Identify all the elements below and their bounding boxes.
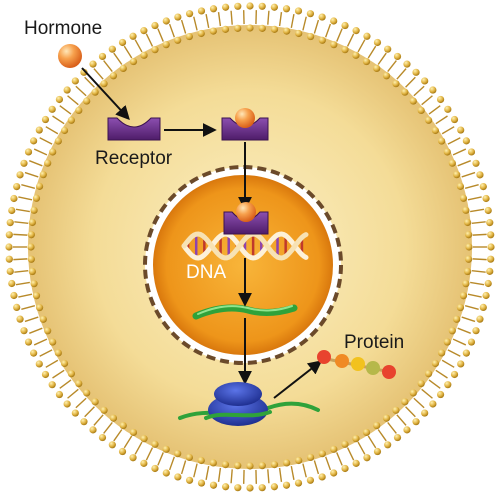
hormone-receptor-complex — [221, 108, 269, 141]
mrna-strand-icon — [192, 304, 298, 320]
ribosome-icon — [178, 382, 320, 426]
hormone-receptor-complex-nuclear — [223, 202, 269, 235]
arrow-hormone-to-receptor — [81, 67, 130, 121]
hormone-label: Hormone — [24, 18, 102, 39]
protein-label: Protein — [344, 332, 404, 353]
dna-label: DNA — [186, 262, 226, 283]
nucleus — [143, 165, 343, 365]
dna-helix-icon — [181, 231, 309, 261]
mrna-strand-highlight — [197, 305, 293, 315]
protein-chain-icon — [317, 350, 396, 379]
receptor-label: Receptor — [95, 148, 173, 169]
arrow-ribosome-to-protein — [273, 360, 323, 399]
hormone-ball-icon — [58, 44, 82, 68]
pathway-arrows — [81, 67, 323, 399]
nucleoplasm — [153, 175, 333, 355]
nuclear-envelope-pores — [143, 165, 343, 365]
receptor-icon — [107, 117, 161, 141]
